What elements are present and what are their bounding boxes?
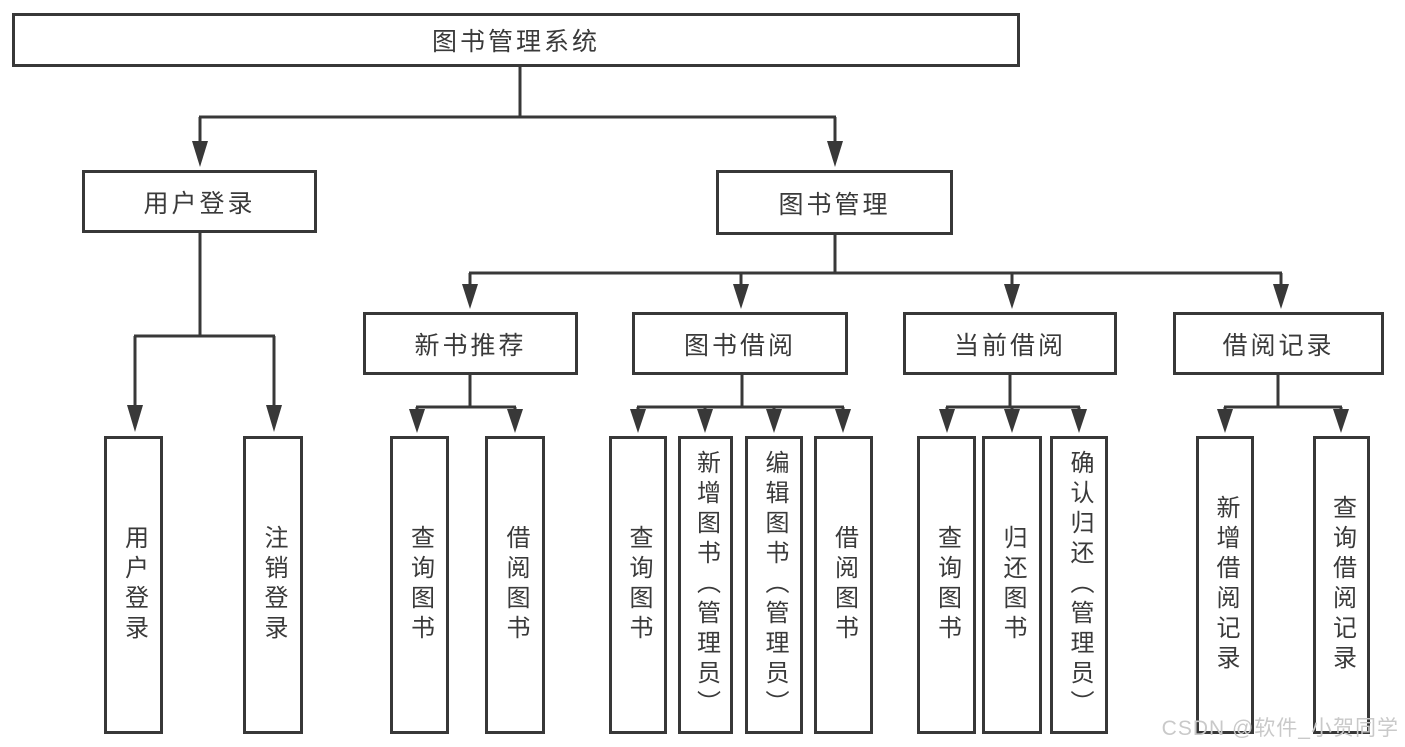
node-borrowing-records: 借阅记录	[1173, 312, 1384, 375]
node-root-system: 图书管理系统	[12, 13, 1020, 67]
leaf-query-books-current: 查询图书	[917, 436, 976, 734]
connector-strokes	[133, 67, 1343, 411]
node-book-borrowing: 图书借阅	[632, 312, 848, 375]
leaf-user-login: 用户登录	[104, 436, 163, 734]
node-user-login: 用户登录	[82, 170, 317, 233]
arrowheads-down	[127, 141, 1349, 433]
node-current-borrowing: 当前借阅	[903, 312, 1117, 375]
leaf-confirm-return-admin: 确认归还（管理员）	[1050, 436, 1108, 734]
leaf-query-books-recommend: 查询图书	[390, 436, 449, 734]
leaf-add-book-admin: 新增图书（管理员）	[678, 436, 733, 734]
leaf-borrow-books: 借阅图书	[814, 436, 873, 734]
csdn-watermark: CSDN @软件_小贺同学	[1161, 717, 1399, 740]
leaf-return-books: 归还图书	[982, 436, 1042, 734]
node-book-management: 图书管理	[716, 170, 953, 235]
leaf-query-books-borrowing: 查询图书	[609, 436, 667, 734]
leaf-edit-book-admin: 编辑图书（管理员）	[745, 436, 803, 734]
leaf-borrow-books-recommend: 借阅图书	[485, 436, 545, 734]
node-new-book-recommend: 新书推荐	[363, 312, 578, 375]
leaf-add-borrow-record: 新增借阅记录	[1196, 436, 1254, 734]
leaf-query-borrow-record: 查询借阅记录	[1313, 436, 1370, 734]
leaf-logout: 注销登录	[243, 436, 303, 734]
